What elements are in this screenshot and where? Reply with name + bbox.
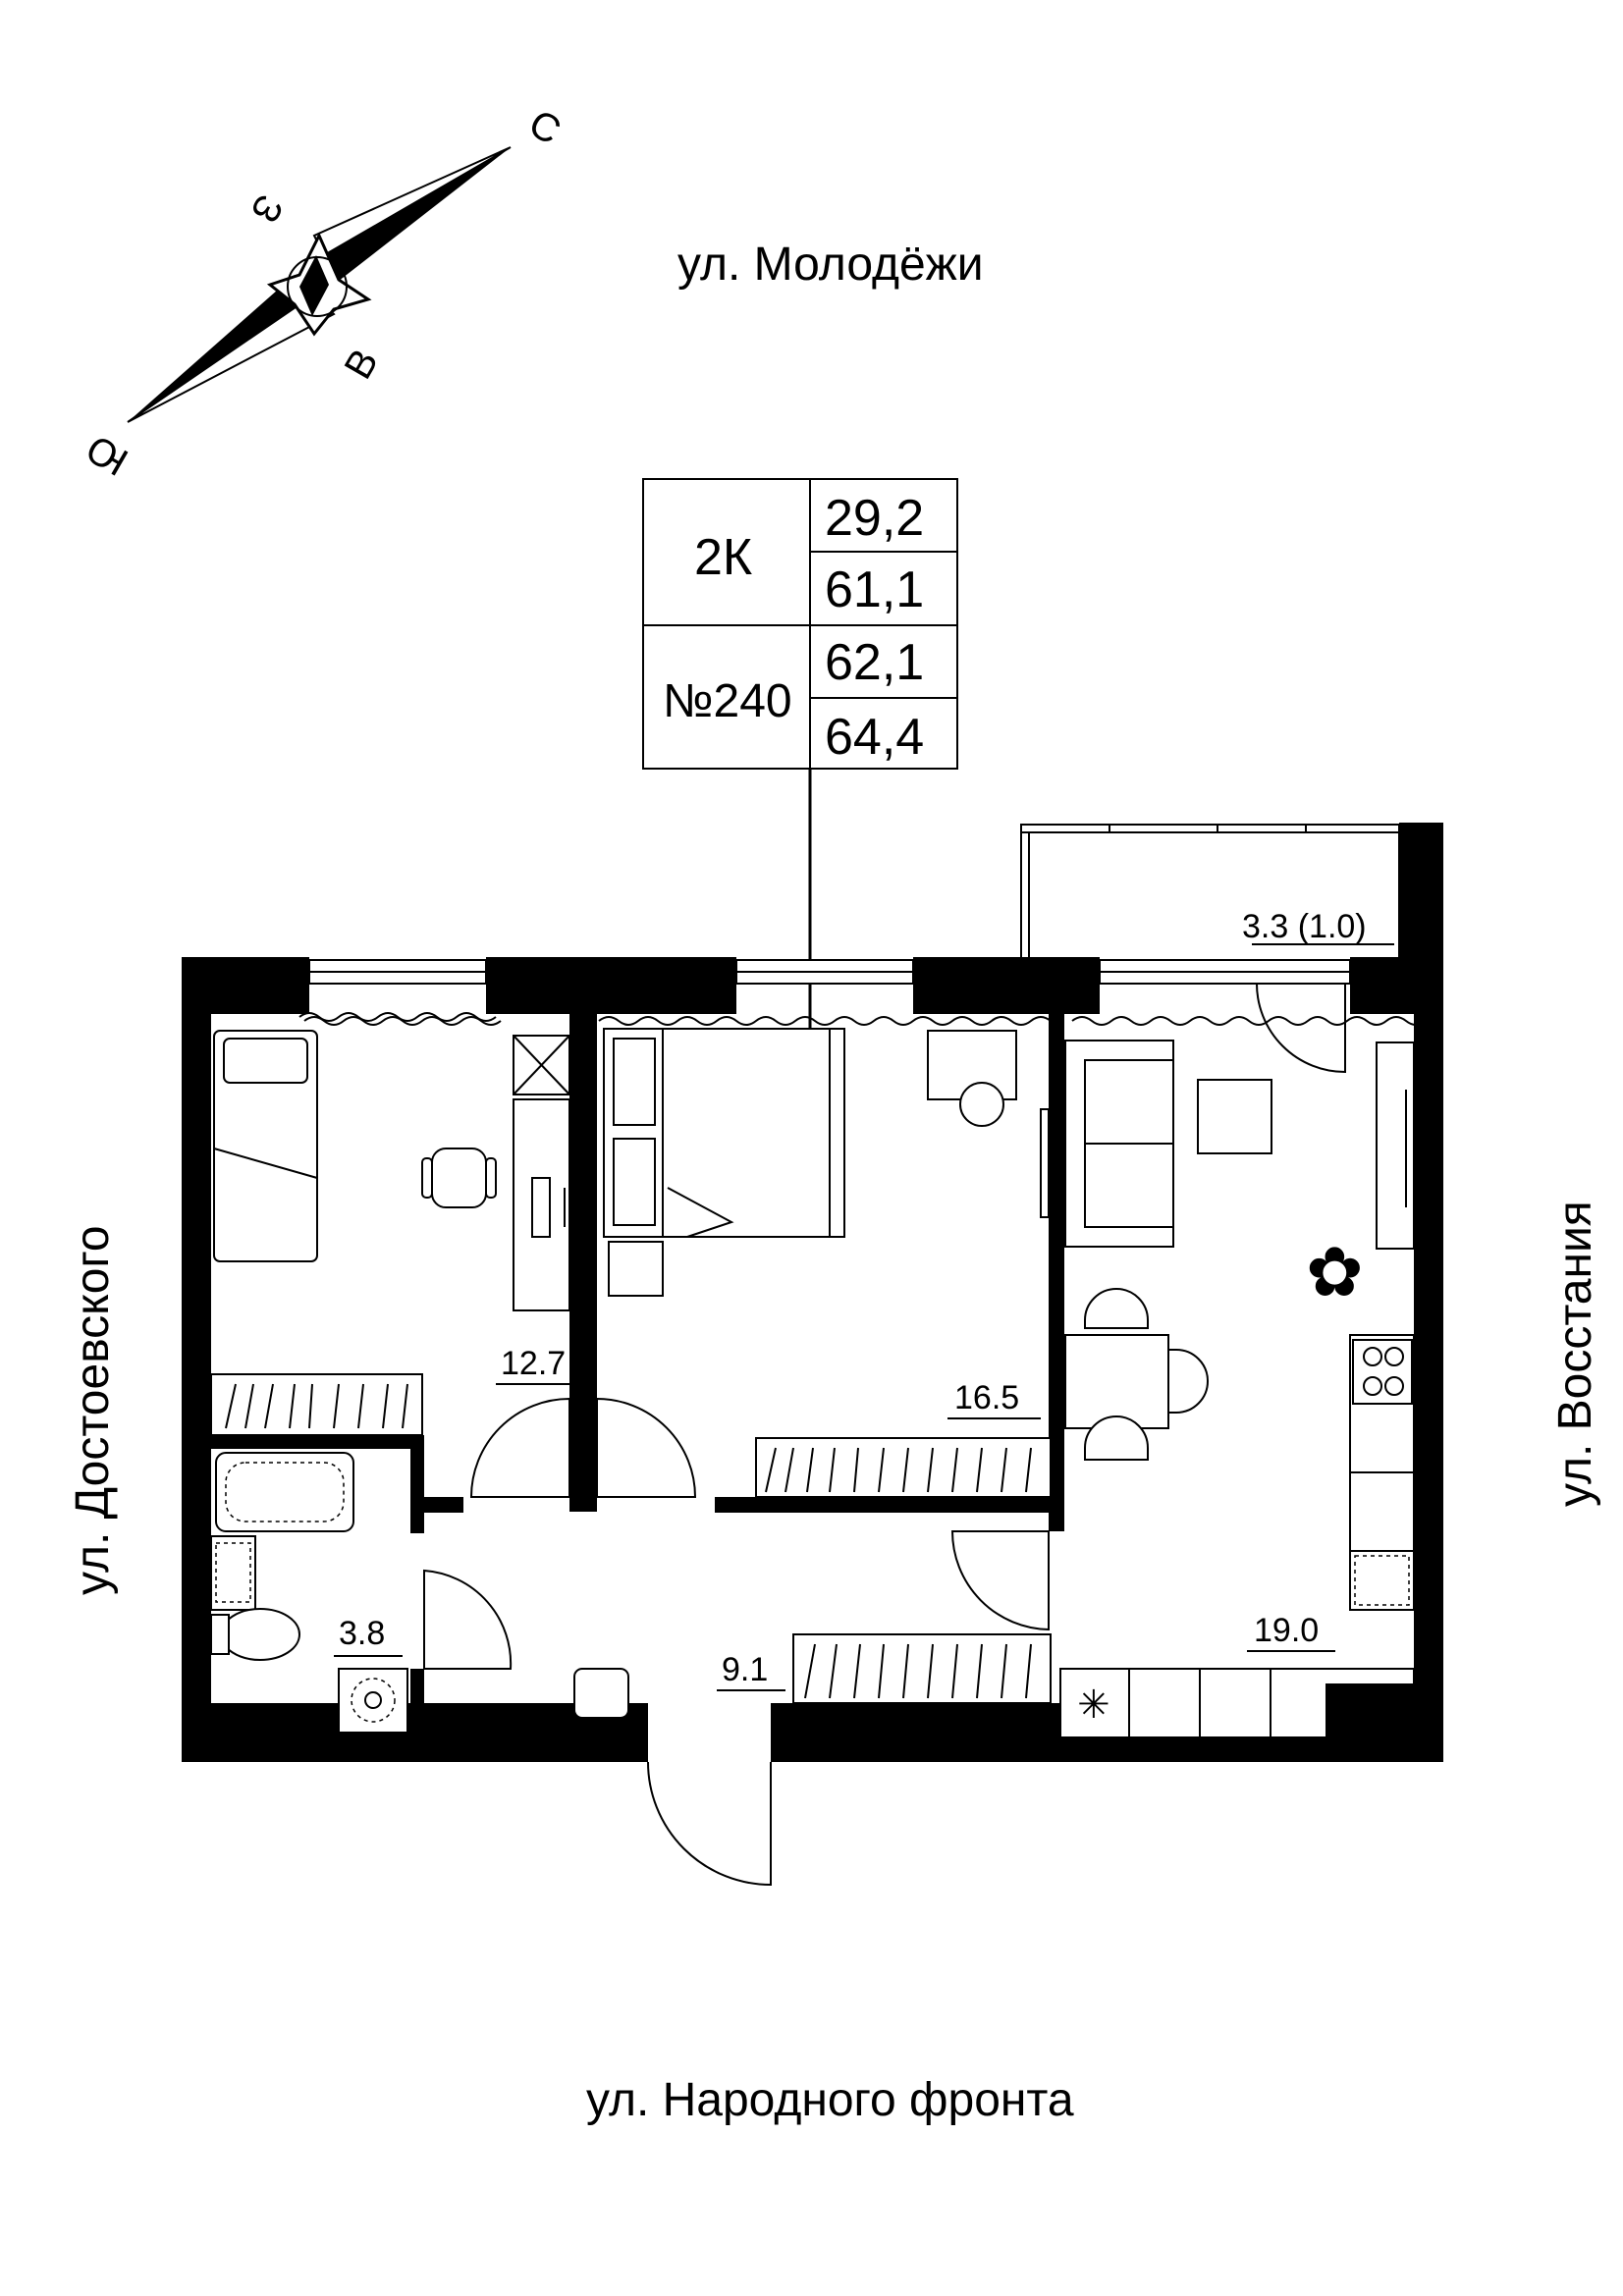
area-hallway: 9.1: [722, 1651, 768, 1688]
shelving-left: [210, 1373, 423, 1436]
info-box: 2К №240 29,2 61,1 62,1 64,4: [642, 478, 958, 1052]
compass-south-label: Ю: [80, 426, 135, 483]
compass-rose: С З В Ю: [80, 102, 568, 484]
dining-table: [1064, 1334, 1169, 1429]
street-right: ул. Восстания: [1549, 1201, 1601, 1507]
ventilation-symbol: ✳: [1077, 1682, 1110, 1728]
kitchen-sink: [1354, 1555, 1410, 1606]
area-kitchen-living: 19.0: [1254, 1612, 1319, 1649]
room-kitchen-living: ✿ 19.0 3.3 (1.0): [950, 908, 1415, 1652]
door-balcony: [1256, 983, 1346, 1074]
round-stool: [959, 1082, 1004, 1127]
info-value-3: 62,1: [825, 634, 924, 691]
street-left: ул. Достоевского: [67, 1225, 119, 1595]
dining-chair-3: [1167, 1349, 1209, 1414]
compass-north-label: С: [521, 102, 568, 154]
washing-machine: [338, 1668, 408, 1734]
hall-shelving: [792, 1633, 1052, 1704]
coffee-table: [1197, 1079, 1272, 1154]
area-bathroom: 3.8: [339, 1615, 385, 1652]
area-bedroom-main: 16.5: [954, 1379, 1019, 1416]
office-chair: [431, 1148, 487, 1208]
info-apartment-number: №240: [663, 675, 792, 727]
room-hallway: 9.1: [573, 1633, 1052, 1887]
door-bedroom-left: [469, 1397, 570, 1498]
toilet: [220, 1608, 300, 1661]
street-top: ул. Молодёжи: [677, 239, 984, 291]
info-value-2: 61,1: [825, 561, 924, 618]
single-bed: [213, 1030, 318, 1262]
street-bottom: ул. Народного фронта: [586, 2074, 1074, 2126]
compass-star-core: [299, 255, 329, 316]
door-bathroom: [423, 1569, 513, 1670]
compass-west-label: З: [242, 187, 291, 230]
compass-needle-sw: [128, 275, 314, 422]
desk: [513, 1098, 570, 1311]
balcony: [1020, 823, 1443, 977]
stove: [1352, 1339, 1413, 1405]
walls: ✳: [182, 957, 1443, 1762]
info-box-frame: [642, 478, 958, 770]
compass-needle-ne-light: [312, 146, 512, 257]
washbasin: [210, 1535, 256, 1611]
compass-needle-ne: [324, 147, 511, 285]
plant-icon: ✿: [1306, 1232, 1364, 1312]
nightstand: [608, 1241, 664, 1297]
compass-ring: [287, 256, 348, 317]
area-balcony: 3.3 (1.0): [1242, 908, 1367, 945]
bathtub: [215, 1452, 354, 1532]
hall-pouf: [573, 1668, 629, 1719]
area-bedroom-left: 12.7: [501, 1345, 566, 1382]
info-value-1: 29,2: [825, 490, 924, 547]
keyboard: [531, 1177, 551, 1238]
compass-east-label: В: [337, 342, 387, 386]
info-apartment-type: 2К: [694, 529, 752, 586]
room-bathroom: 3.8: [210, 1452, 513, 1734]
door-kitchen: [950, 1530, 1050, 1631]
curtains: [298, 1012, 1427, 1026]
door-entrance: [647, 1761, 772, 1887]
tv-stand: [1376, 1041, 1415, 1250]
dining-chair-1: [1084, 1288, 1149, 1329]
door-bedroom-main: [596, 1397, 697, 1498]
room-bedroom-left: 12.7: [210, 1030, 570, 1498]
info-value-4: 64,4: [825, 709, 924, 766]
room-bedroom-main: 16.5: [596, 1028, 1052, 1498]
dining-chair-2: [1084, 1415, 1149, 1461]
